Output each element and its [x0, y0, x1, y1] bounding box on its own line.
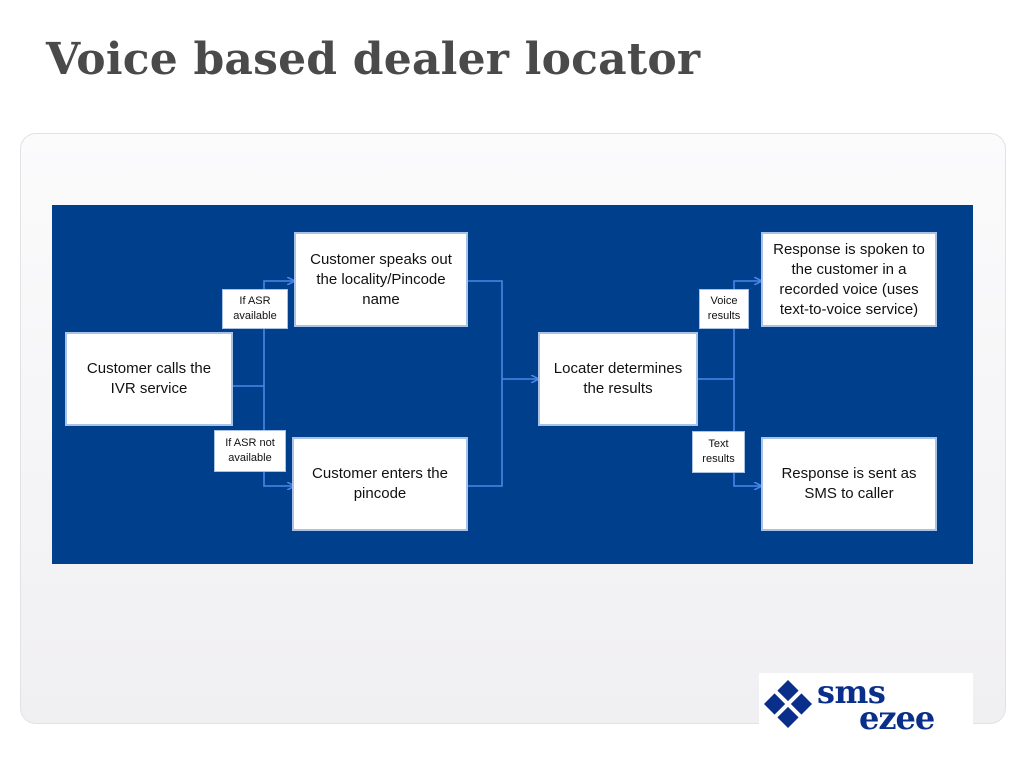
tag-asr-not-available-label: If ASR not available — [225, 437, 275, 464]
node-customer-calls-label: Customer calls the IVR service — [86, 360, 212, 397]
node-response-spoken-label: Response is spoken to the customer in a … — [773, 240, 925, 318]
node-customer-speaks: Customer speaks out the locality/Pincode… — [294, 232, 468, 327]
tag-text-results-label: Text results — [702, 438, 735, 465]
node-response-sms: Response is sent as SMS to caller — [761, 437, 937, 531]
connector-speak-merge — [468, 280, 503, 379]
tag-asr-available-label: If ASR available — [233, 295, 277, 322]
tag-asr-available: If ASR available — [222, 289, 288, 329]
node-customer-enters: Customer enters the pincode — [292, 437, 468, 531]
node-customer-calls: Customer calls the IVR service — [65, 332, 233, 426]
node-response-spoken: Response is spoken to the customer in a … — [761, 232, 937, 327]
slide-title: Voice based dealer locator — [46, 34, 701, 85]
connector-branch-sms — [733, 379, 761, 486]
node-customer-speaks-label: Customer speaks out the locality/Pincode… — [310, 250, 452, 308]
node-locater-label: Locater determines the results — [553, 360, 683, 397]
connector-enter-merge — [468, 379, 503, 487]
tag-asr-not-available: If ASR not available — [214, 430, 286, 472]
logo-text-sms: sms — [817, 673, 886, 711]
smsezee-logo: sms ezee — [759, 673, 973, 741]
node-response-sms-label: Response is sent as SMS to caller — [781, 465, 917, 502]
connector-branch-spoken — [733, 281, 761, 379]
logo-text-ezee: ezee — [859, 699, 935, 737]
flow-connectors — [233, 205, 973, 564]
flow-diagram: Customer calls the IVR service Customer … — [52, 205, 973, 564]
connector-branch-speak — [263, 281, 294, 386]
tag-voice-results: Voice results — [699, 289, 749, 329]
tag-text-results: Text results — [692, 431, 745, 473]
connector-branch-enter — [263, 386, 294, 486]
node-locater: Locater determines the results — [538, 332, 698, 426]
logo-mark-icon — [763, 679, 813, 729]
tag-voice-results-label: Voice results — [707, 295, 741, 322]
node-customer-enters-label: Customer enters the pincode — [312, 465, 448, 502]
